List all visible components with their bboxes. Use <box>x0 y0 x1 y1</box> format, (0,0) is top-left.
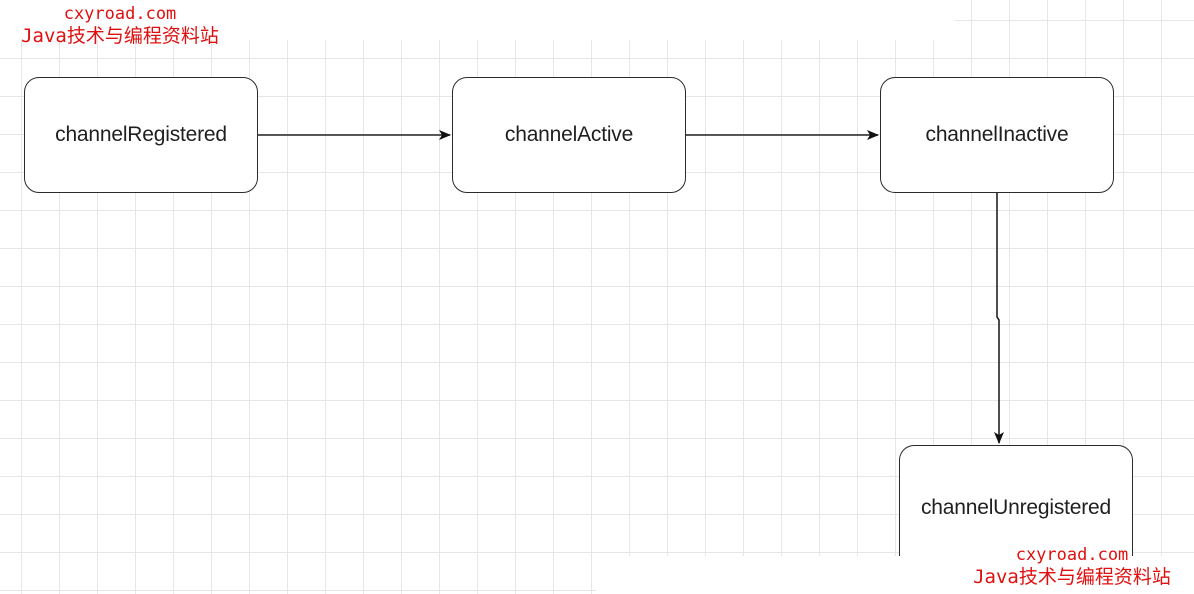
node-label: channelRegistered <box>55 123 227 146</box>
edge-inactive-to-unregistered <box>994 193 1004 444</box>
top-mask <box>0 0 955 40</box>
watermark-title: Java技术与编程资料站 <box>973 566 1171 588</box>
node-channel-registered: channelRegistered <box>24 77 258 193</box>
watermark-bottom: cxyroad.com Java技术与编程资料站 <box>956 547 1188 587</box>
watermark-domain: cxyroad.com <box>63 4 177 24</box>
watermark-top: cxyroad.com Java技术与编程资料站 <box>4 6 236 46</box>
bottom-mask <box>596 556 1194 594</box>
watermark-title: Java技术与编程资料站 <box>21 25 219 47</box>
node-channel-active: channelActive <box>452 77 686 193</box>
node-channel-unregistered: channelUnregistered <box>899 445 1133 570</box>
node-label: channelUnregistered <box>921 496 1111 519</box>
node-label: channelActive <box>504 123 634 146</box>
watermark-domain: cxyroad.com <box>1015 545 1129 565</box>
node-label: channelInactive <box>925 123 1069 146</box>
node-channel-inactive: channelInactive <box>880 77 1114 193</box>
